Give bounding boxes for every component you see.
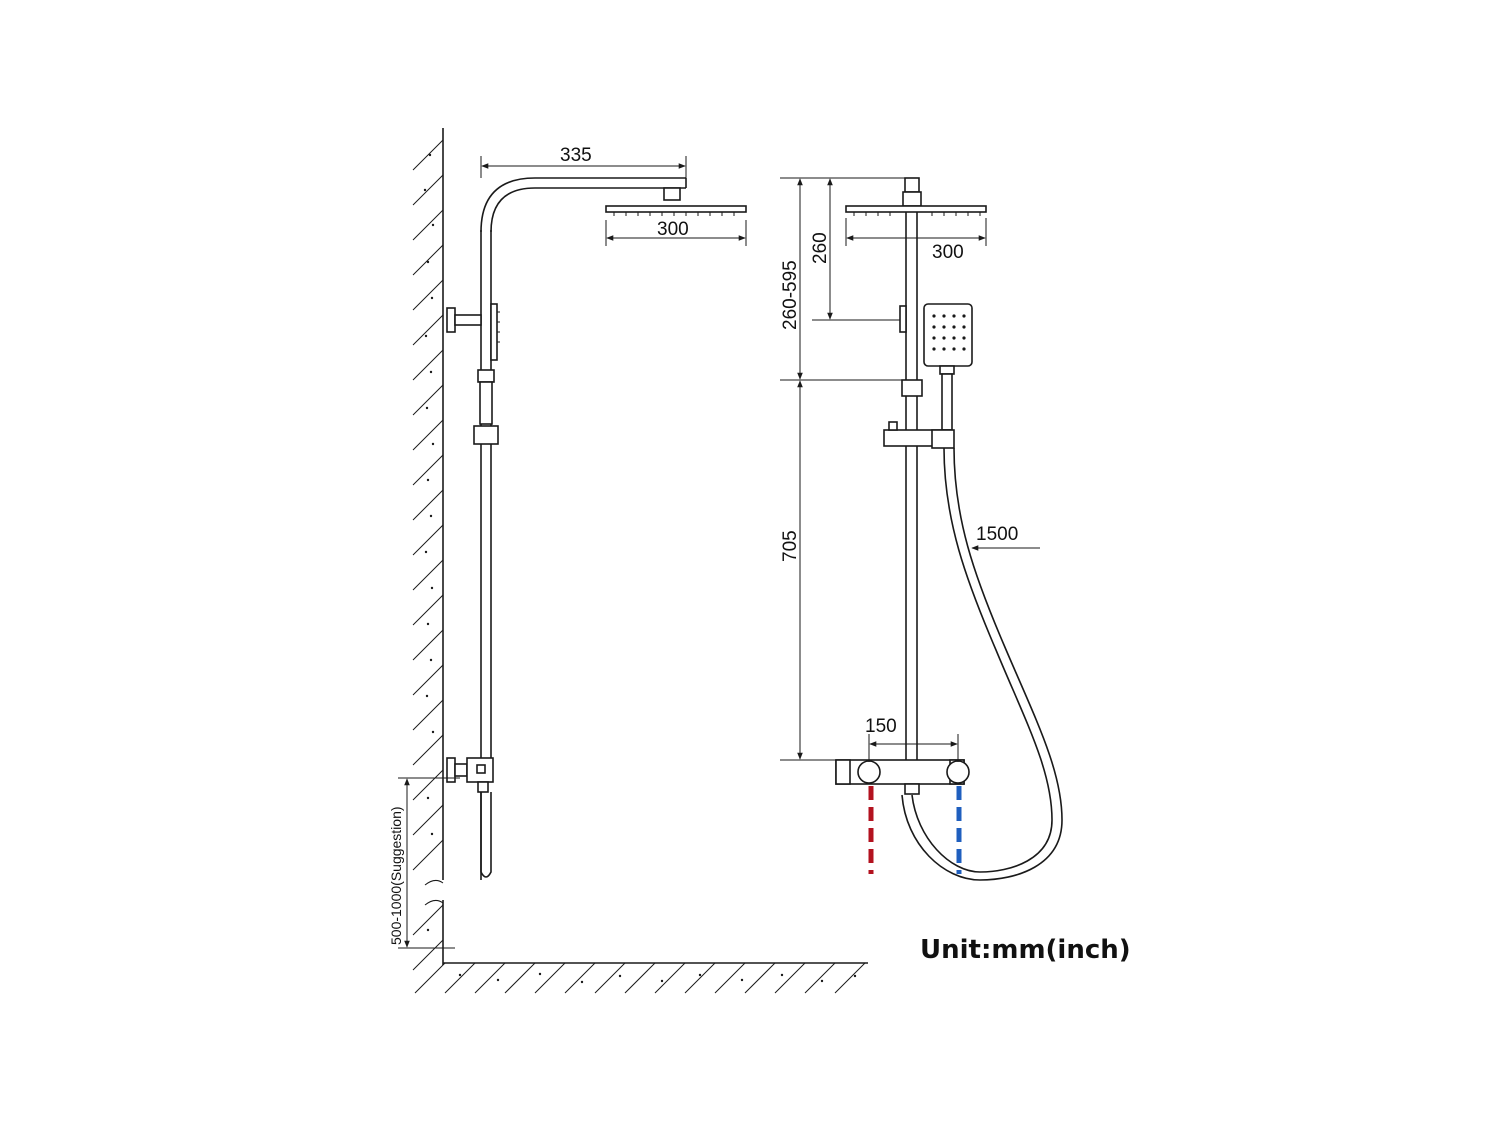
side-head-width-label: 300 [657, 219, 689, 240]
head-height-range-label: 260-595 [780, 260, 801, 330]
floor [414, 962, 868, 994]
wall [412, 128, 444, 971]
side-arm-reach-label: 335 [560, 145, 592, 166]
front-head-width-label: 300 [932, 242, 964, 263]
mount-height-label: 500-1000(Suggestion) [388, 806, 404, 945]
front-head-dimension: 300 [845, 218, 987, 263]
unit-label: Unit:mm(inch) [920, 935, 1131, 965]
head-bracket-dimension: 260 [810, 177, 905, 321]
rail-height-label: 705 [780, 530, 801, 562]
inlet-spacing-label: 150 [865, 716, 897, 737]
head-height-range-dimension: 260-595 [780, 177, 902, 381]
hose-length-dimension: 1500 [971, 524, 1040, 551]
side-arm-dimension: 335 [480, 145, 687, 178]
side-view-shower [446, 177, 747, 880]
head-to-bracket-label: 260 [810, 232, 831, 264]
hose-length-label: 1500 [976, 524, 1018, 545]
side-head-dimension: 300 [605, 219, 747, 246]
wall-speckle [423, 153, 435, 932]
mount-height-dimension: 500-1000(Suggestion) [388, 777, 460, 949]
inlet-spacing-dimension: 150 [865, 716, 959, 762]
front-view-shower [835, 177, 1063, 881]
rail-height-dimension: 705 [780, 380, 836, 761]
wall-hatching [412, 139, 444, 971]
hand-shower-nozzles [932, 314, 966, 351]
